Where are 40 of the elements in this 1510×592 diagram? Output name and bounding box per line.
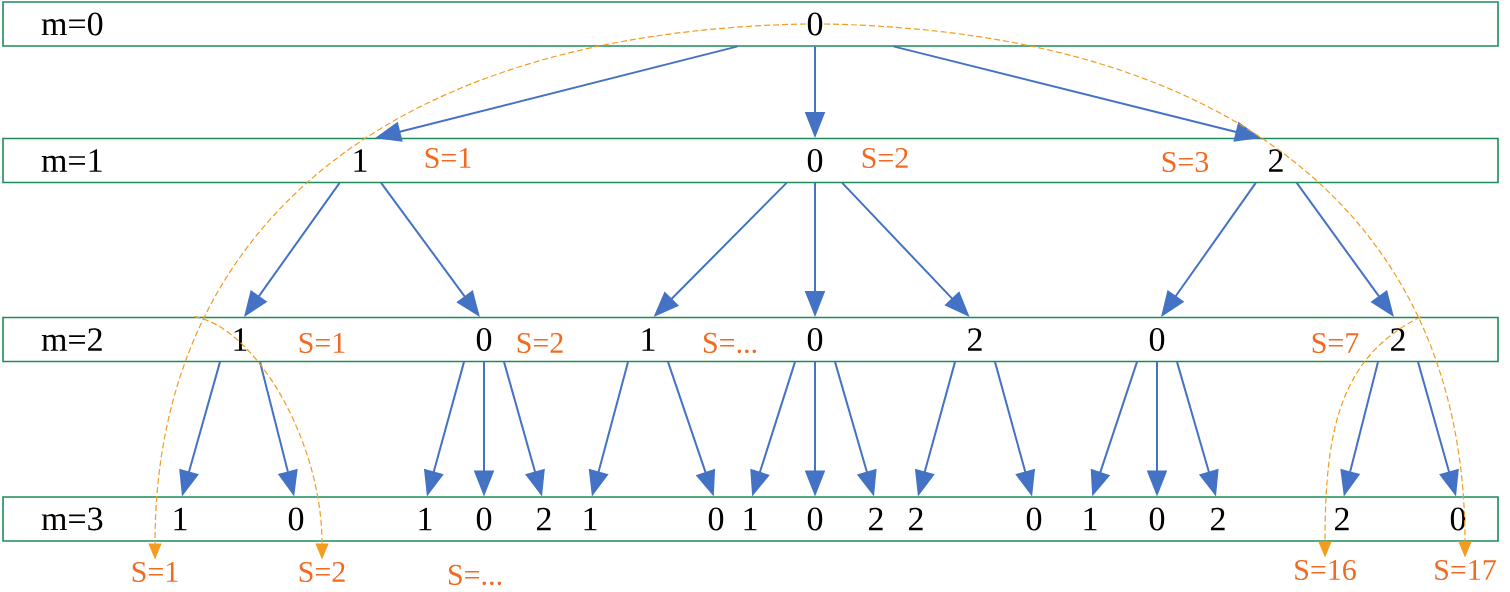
sum-label: S=3 xyxy=(1162,151,1209,173)
tree-value: 1 xyxy=(234,328,247,351)
tree-value: 0 xyxy=(708,507,724,531)
tree-value: 1 xyxy=(354,149,367,172)
sum-label: S=1 xyxy=(425,147,471,169)
tree-value: 0 xyxy=(807,149,823,172)
tree-value: 2 xyxy=(537,507,551,531)
tree-value: 0 xyxy=(807,507,823,531)
tree-value: 2 xyxy=(968,328,982,351)
sum-label: S=... xyxy=(703,332,757,354)
tree-value: 0 xyxy=(476,507,492,531)
tree-value: 0 xyxy=(1149,328,1165,351)
tree-value: 1 xyxy=(419,507,432,531)
tree-value: 1 xyxy=(642,328,655,351)
tree-value: 0 xyxy=(807,328,823,351)
tree-value: 2 xyxy=(1269,149,1283,172)
sum-label: S=7 xyxy=(1312,332,1359,354)
tree-value: 0 xyxy=(476,328,492,351)
tree-value: 2 xyxy=(1335,507,1349,531)
tree-value: 1 xyxy=(744,507,757,531)
sum-label: S=2 xyxy=(862,147,908,169)
tree-value: 1 xyxy=(584,507,597,531)
tree-value: 2 xyxy=(1211,507,1225,531)
tree-value: 2 xyxy=(909,507,923,531)
tree-value: 2 xyxy=(1391,328,1405,351)
tree-value: 0 xyxy=(807,12,823,36)
tree-value: 0 xyxy=(1026,507,1042,531)
sum-label: S=1 xyxy=(299,332,345,354)
sum-label: S=2 xyxy=(299,561,345,583)
tree-value: 0 xyxy=(288,507,304,531)
tree-value: 0 xyxy=(1450,507,1466,531)
sum-label: S=16 xyxy=(1295,559,1356,581)
sum-label: S=2 xyxy=(517,332,563,354)
tree-value: 0 xyxy=(1149,507,1165,531)
sum-label: S=1 xyxy=(132,561,178,583)
tree-value: 2 xyxy=(869,507,883,531)
tree-value: 1 xyxy=(174,507,187,531)
sum-label: S=17 xyxy=(1435,559,1496,581)
tree-value: 1 xyxy=(1084,507,1097,531)
sum-label: S=... xyxy=(448,564,502,586)
